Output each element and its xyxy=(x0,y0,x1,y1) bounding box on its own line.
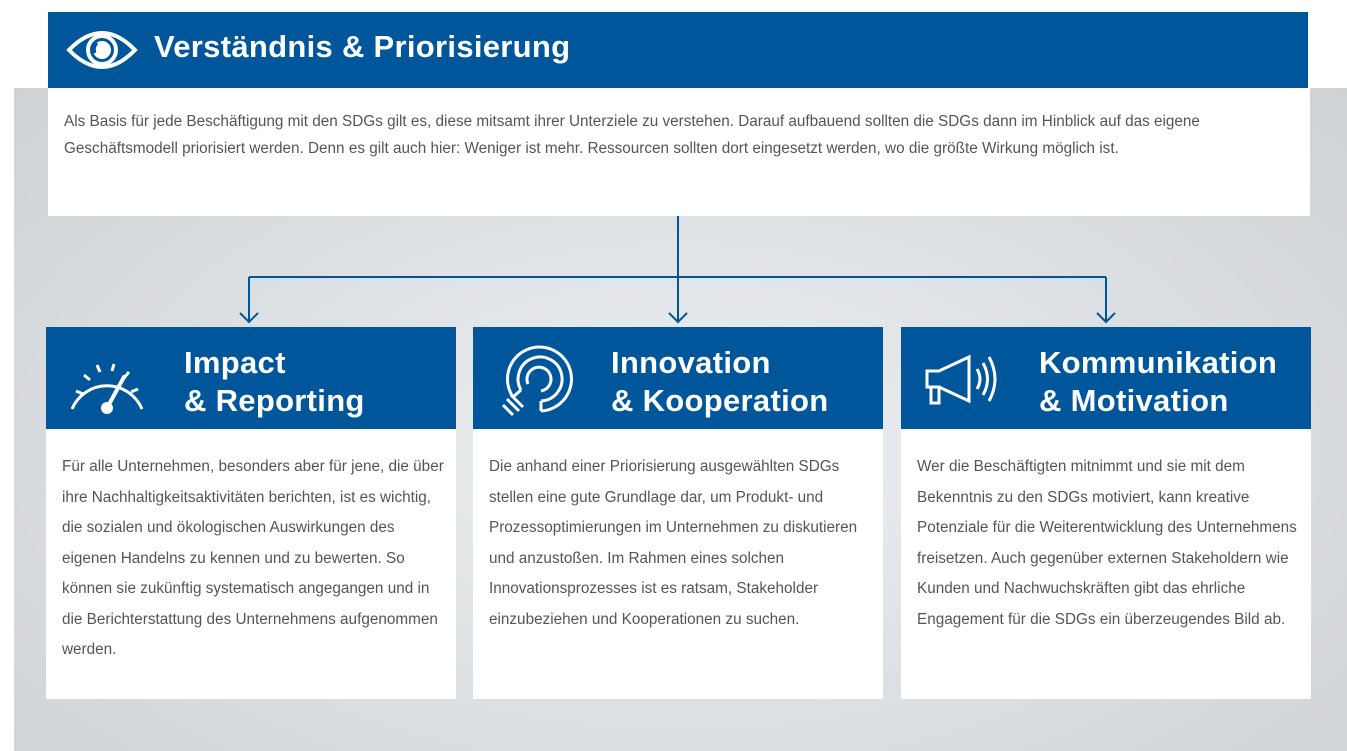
top-header: Verständnis & Priorisierung xyxy=(48,12,1308,88)
card-title-line1: Innovation xyxy=(611,345,771,380)
card-title-line2: & Kooperation xyxy=(611,383,829,418)
top-body: Als Basis für jede Beschäftigung mit den… xyxy=(48,88,1310,216)
card-title-line2: & Motivation xyxy=(1039,383,1229,418)
card-header-impact: Impact & Reporting xyxy=(46,327,456,429)
card-title-line2: & Reporting xyxy=(184,383,365,418)
top-text: Als Basis für jede Beschäftigung mit den… xyxy=(64,113,1200,157)
card-text: Die anhand einer Priorisierung ausgewähl… xyxy=(489,458,858,628)
card-header-innovation: Innovation & Kooperation xyxy=(473,327,883,429)
card-body-kommunikation: Wer die Beschäftigten mitnimmt und sie m… xyxy=(901,429,1311,699)
card-text: Für alle Unternehmen, besonders aber für… xyxy=(62,458,444,658)
card-title-line1: Impact xyxy=(184,345,286,380)
top-title: Verständnis & Priorisierung xyxy=(154,29,571,64)
card-title-line1: Kommunikation xyxy=(1039,345,1278,380)
card-text: Wer die Beschäftigten mitnimmt und sie m… xyxy=(917,458,1297,628)
megaphone-icon xyxy=(925,354,997,405)
card-header-kommunikation: Kommunikation & Motivation xyxy=(901,327,1311,429)
gauge-icon xyxy=(70,363,144,414)
eye-icon xyxy=(66,31,138,69)
card-body-innovation: Die anhand einer Priorisierung ausgewähl… xyxy=(473,429,883,699)
card-body-impact: Für alle Unternehmen, besonders aber für… xyxy=(46,429,456,699)
lightbulb-icon xyxy=(501,345,573,417)
